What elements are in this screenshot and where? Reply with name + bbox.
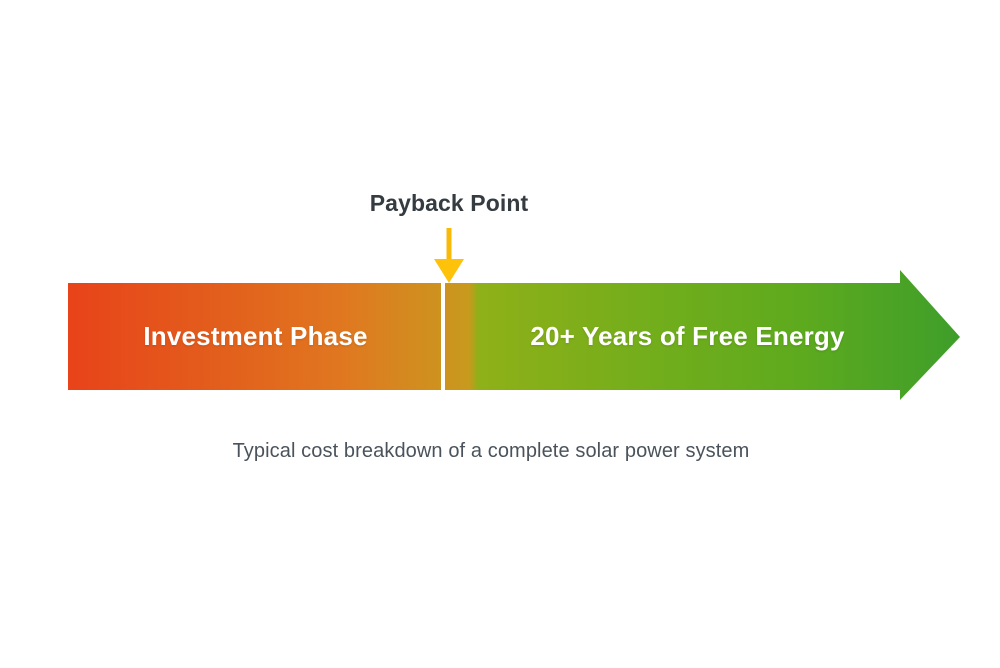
payback-pointer	[428, 228, 470, 286]
right-arrow-icon	[68, 270, 960, 400]
down-arrow-icon	[434, 228, 464, 283]
timeline-arrow-band	[60, 262, 970, 402]
diagram-caption: Typical cost breakdown of a complete sol…	[232, 440, 750, 462]
payback-point-label: Payback Point	[369, 190, 529, 216]
